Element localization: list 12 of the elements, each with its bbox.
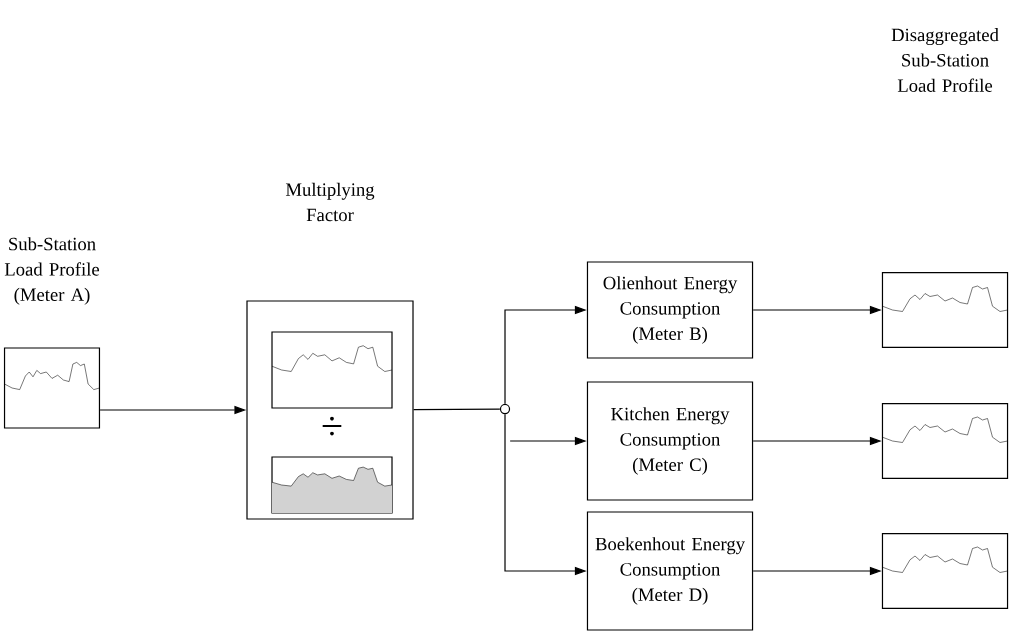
heading: Multiplying Factor — [285, 182, 375, 222]
column-heading: Disaggregated Sub-Station Load Profile — [891, 28, 999, 92]
graph-box — [271, 456, 393, 514]
graph-box — [881, 402, 1009, 480]
process-box: Olienhout Energy Consumption (Meter B) — [586, 261, 754, 359]
heading: Sub-Station Load Profile (Meter A) — [4, 237, 100, 305]
graph-box — [881, 532, 1009, 610]
process-box: Kitchen Energy Consumption (Meter C) — [586, 381, 754, 501]
graph-box — [881, 271, 1009, 349]
graph-box — [271, 331, 393, 409]
process-box: Boekenhout Energy Consumption (Meter D) — [586, 511, 754, 631]
division-sign: ÷ — [322, 416, 342, 436]
